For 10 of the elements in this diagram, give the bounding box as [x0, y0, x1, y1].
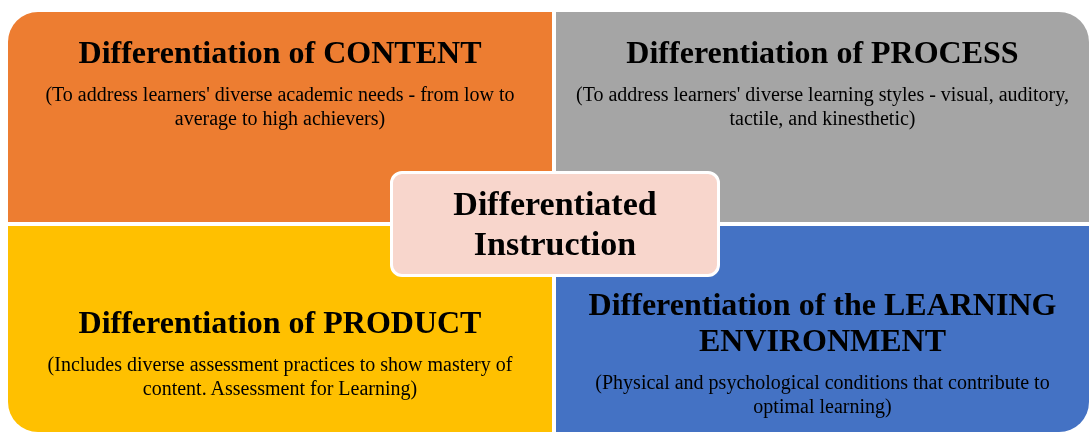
center-box	[390, 171, 720, 277]
panel-description: (To address learners' diverse learning styles - visual, auditory, tactile, and kinesthetic)	[575, 82, 1070, 130]
center-title: Differentiated Instruction	[452, 184, 658, 264]
panel-heading: Differentiation of CONTENT	[78, 34, 482, 70]
panel-description: (Physical and psychological conditions that contribute to optimal learning)	[594, 370, 1051, 418]
panel-description: (Includes diverse assessment practices to show mastery of content. Assessment for Learning)	[46, 352, 514, 400]
panel-heading: Differentiation of the LEARNING ENVIRONMENT	[587, 286, 1058, 358]
panel-heading: Differentiation of PROCESS	[626, 34, 1019, 70]
panel-heading: Differentiation of PRODUCT	[78, 304, 482, 340]
panel-description: (To address learners' diverse academic needs - from low to average to high achievers)	[44, 82, 516, 130]
